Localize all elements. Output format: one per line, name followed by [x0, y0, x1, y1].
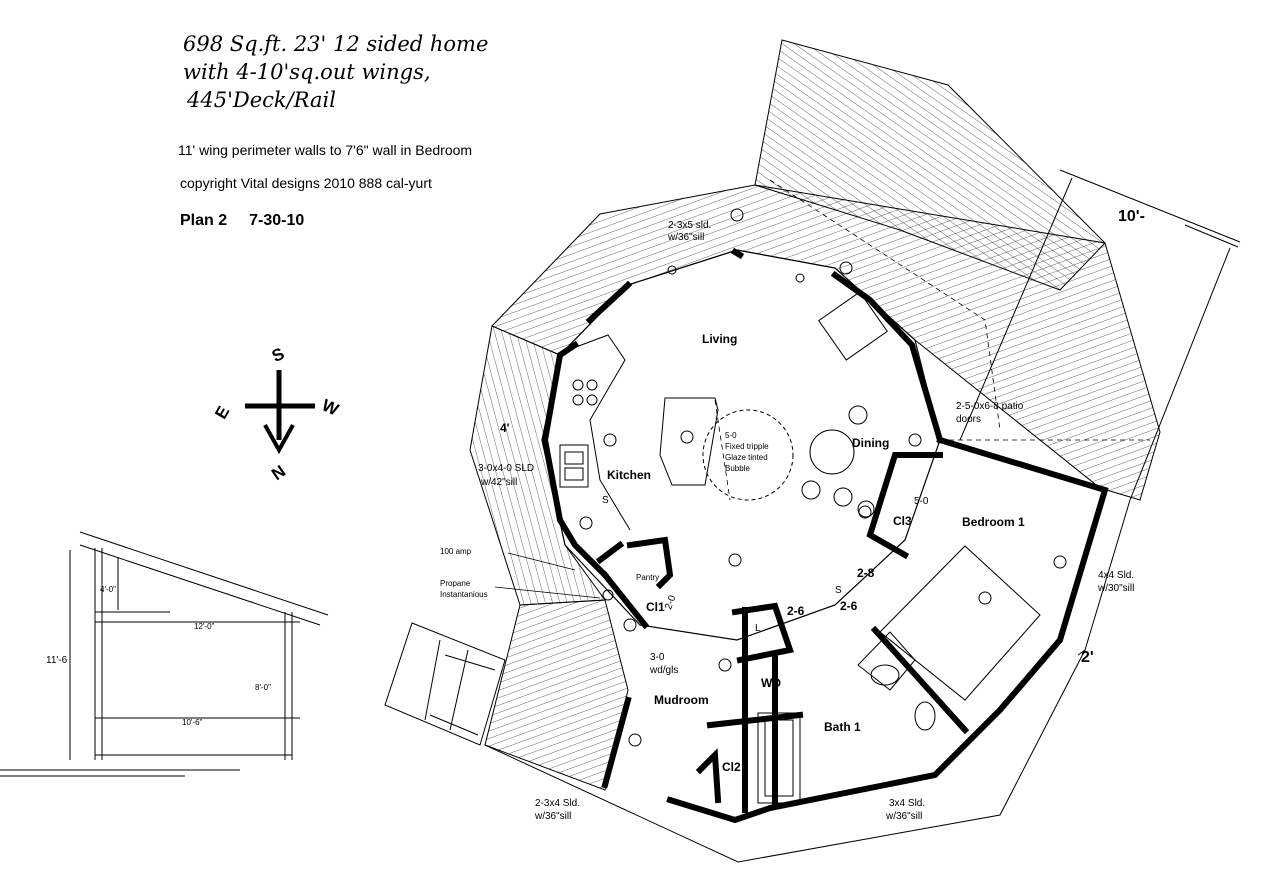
door-5-0: 5-0	[914, 496, 929, 507]
top-window-line1: 2-3x5 sld.	[668, 220, 711, 231]
section-8-0: 8'-0"	[255, 683, 271, 692]
section-11-6: 11'-6	[46, 655, 68, 666]
propane-line1: Propane	[440, 579, 471, 588]
room-l: L	[755, 623, 761, 634]
top-window-line2: w/36"sill	[667, 232, 704, 243]
room-bedroom1: Bedroom 1	[962, 515, 1025, 529]
copyright-note: copyright Vital designs 2010 888 cal-yur…	[180, 175, 432, 191]
compass-north: N	[268, 462, 289, 485]
rail-lines	[484, 169, 1241, 863]
bottom-left-window-line1: 2-3x4 Sld.	[535, 798, 580, 809]
section-10-6: 10'-6"	[182, 718, 203, 727]
bottom-right-window-line1: 3x4 Sld.	[889, 798, 925, 809]
plan-name: Plan 2	[180, 212, 228, 229]
room-kitchen: Kitchen	[607, 468, 651, 482]
compass: S E W N	[211, 344, 342, 484]
mud-door-line2: wd/gls	[649, 665, 678, 676]
bottom-left-window-line2: w/36"sill	[534, 811, 571, 822]
deck	[469, 39, 1161, 791]
plan-label: Plan 2 7-30-10	[180, 212, 326, 230]
section-drawing	[0, 531, 329, 777]
bubble-line4: Bubble	[725, 464, 750, 473]
west-window-line2: w/42"sill	[480, 477, 517, 488]
patio-line2: doors	[956, 414, 981, 425]
bottom-right-window-line2: w/36"sill	[885, 811, 922, 822]
deck-ne-wing	[754, 39, 1106, 291]
door-2-6b: 2-6	[840, 599, 858, 613]
wing-dim-2: 2'	[1081, 649, 1094, 666]
patio-line1: 2-5-0x6-8 patio	[956, 401, 1024, 412]
deck-width: 4'	[500, 421, 510, 435]
wall-note: 11' wing perimeter walls to 7'6" wall in…	[178, 142, 473, 158]
bubble-line3: Glaze tinted	[725, 453, 768, 462]
room-pantry: Pantry	[636, 573, 659, 582]
mud-door-line1: 3-0	[650, 652, 665, 663]
bed-window-line2: w/30"sill	[1097, 583, 1134, 594]
plan-date: 7-30-10	[249, 212, 305, 229]
sink-s: S	[835, 585, 842, 596]
propane-line2: Instantanious	[440, 590, 488, 599]
room-cl3: Cl3	[893, 514, 912, 528]
room-mudroom: Mudroom	[654, 693, 709, 707]
pantry-dim: 2-0	[663, 593, 678, 611]
stair-landing	[384, 622, 506, 746]
title-line-2: with 4-10'sq.out wings,	[183, 60, 431, 84]
room-wd: WD	[761, 676, 781, 690]
bubble-line2: Fixed tripple	[725, 442, 769, 451]
room-living: Living	[702, 332, 737, 346]
wing-dim: 10'-	[1118, 208, 1145, 225]
door-2-6a: 2-6	[787, 604, 805, 618]
door-2-8: 2-8	[857, 566, 875, 580]
amp-label: 100 amp	[440, 547, 472, 556]
compass-south: S	[269, 344, 287, 366]
compass-east: E	[211, 403, 233, 422]
bedroom-fixtures	[757, 545, 1041, 804]
room-cl1: Cl1	[646, 600, 665, 614]
light-fixtures	[602, 208, 1067, 747]
section-12-0: 12'-0"	[194, 622, 215, 631]
walls	[541, 247, 1109, 824]
title-line-1: 698 Sq.ft. 23' 12 sided home	[183, 32, 489, 56]
bed-window-line1: 4x4 Sld.	[1098, 570, 1134, 581]
kitchen-counter	[559, 334, 794, 531]
bubble-line1: 5-0	[725, 431, 737, 440]
room-bath1: Bath 1	[824, 720, 861, 734]
sink-s-2: S	[602, 495, 609, 506]
leader-lines	[494, 552, 1086, 656]
dining-set	[801, 291, 888, 518]
title-line-3: 445'Deck/Rail	[187, 88, 336, 112]
room-dining: Dining	[852, 436, 889, 450]
west-window-line1: 3-0x4-0 SLD	[478, 463, 534, 474]
compass-west: W	[319, 396, 342, 420]
deck-sw	[484, 599, 629, 791]
dashed-lines	[639, 179, 1150, 641]
section-4-0: 4'-0"	[100, 585, 116, 594]
room-cl2: Cl2	[722, 760, 741, 774]
